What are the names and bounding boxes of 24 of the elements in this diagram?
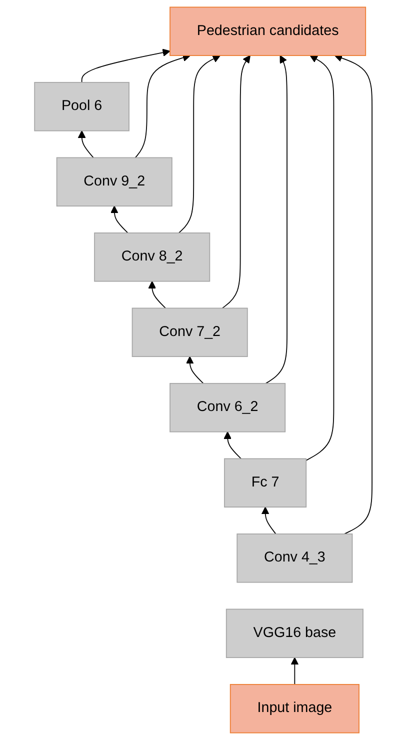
arrow [110, 206, 128, 234]
node-box: Conv 4_3 [236, 534, 353, 583]
arrow [306, 55, 334, 461]
arrow [78, 130, 94, 158]
node-box: Conv 9_2 [56, 157, 173, 206]
node-box: Fc 7 [224, 458, 307, 508]
node-box: VGG16 base [226, 608, 364, 658]
arrow [266, 55, 288, 384]
arrow [178, 55, 221, 234]
arrow [135, 54, 191, 158]
node-box: Pedestrian candidates [170, 6, 366, 56]
node-box: Conv 8_2 [94, 232, 210, 282]
node-box: Conv 6_2 [170, 383, 286, 432]
arrow [334, 54, 373, 534]
arrow [82, 48, 171, 83]
arrow [186, 356, 204, 384]
node-box: Input image [230, 684, 360, 734]
arrow [222, 55, 251, 309]
node-box: Pool 6 [34, 82, 130, 132]
arrow [148, 280, 166, 309]
arrow [224, 431, 242, 460]
arrow [262, 506, 276, 534]
arrow [290, 657, 299, 685]
node-box: Conv 7_2 [132, 308, 248, 357]
